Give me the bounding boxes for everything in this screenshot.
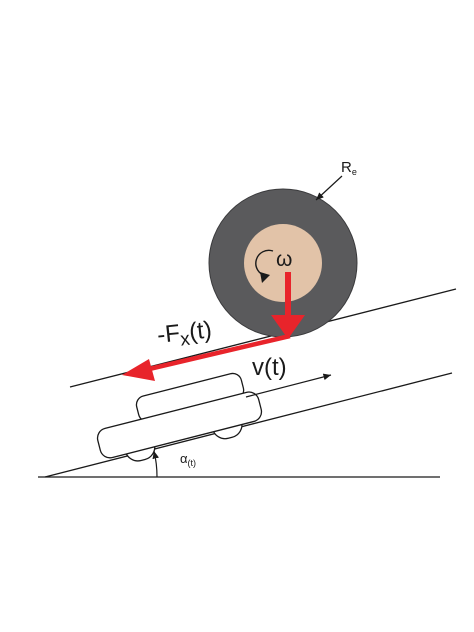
car [96, 372, 263, 462]
omega-label: ω [276, 248, 292, 271]
angle-arc [152, 450, 160, 478]
angle-label: α(t) [180, 451, 196, 468]
velocity-arrow [245, 373, 332, 398]
friction-force-head [122, 359, 155, 381]
wheel-hub [244, 224, 322, 302]
normal-force-head [271, 315, 305, 339]
road-lower-line [44, 372, 453, 478]
force-label: -Fx(t) [156, 316, 214, 353]
force-arrows [122, 272, 305, 381]
car-body [96, 391, 263, 459]
friction-force-shaft [144, 333, 291, 373]
radius-label: Re [341, 159, 357, 177]
velocity-label: v(t) [252, 354, 287, 381]
wheel: ω [208, 188, 358, 338]
radius-pointer-arrow [315, 175, 343, 201]
rotation-arrowhead [260, 272, 270, 283]
